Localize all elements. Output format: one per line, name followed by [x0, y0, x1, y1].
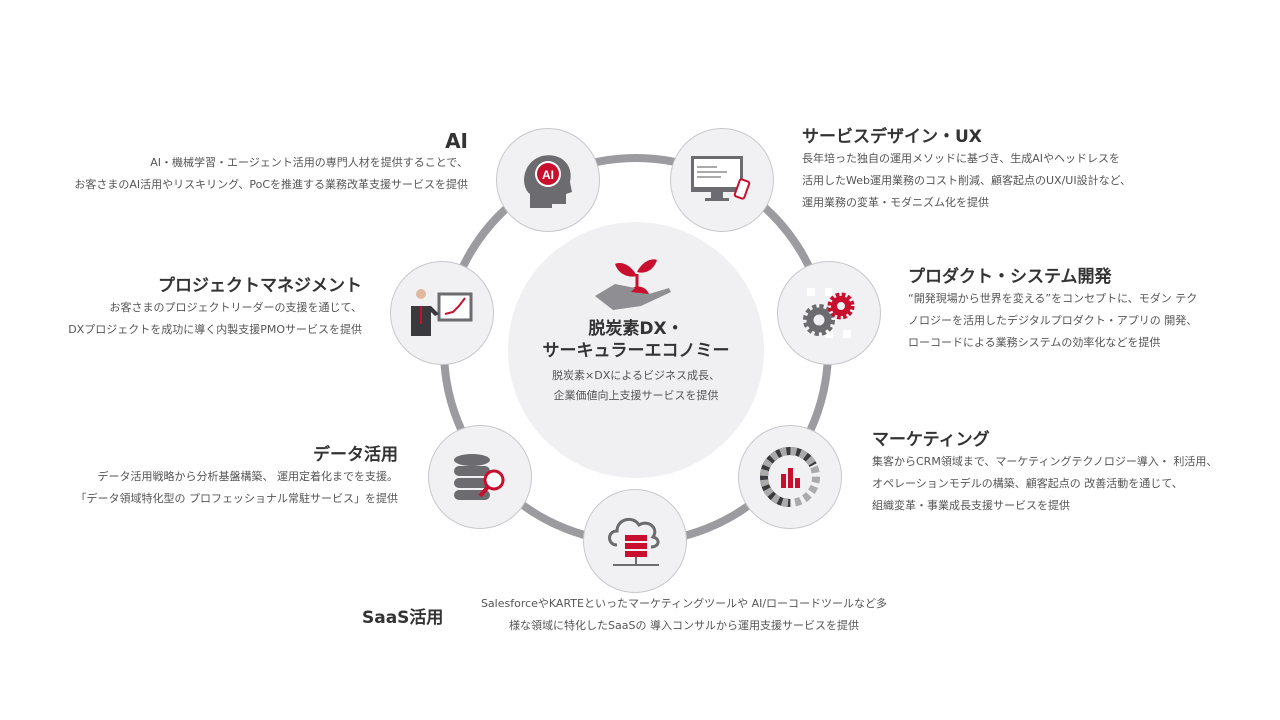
product-title: プロダクト・システム開発 [908, 267, 1112, 287]
ai-head-icon: AI [524, 155, 572, 208]
pm-desc-1: お客さまのプロジェクトリーダーの支援を通じて、 [109, 301, 362, 314]
ai-desc-1: AI・機械学習・エージェント活用の専門人材を提供することで、 [150, 156, 468, 169]
presenter-chart-icon [411, 289, 473, 336]
saas-title: SaaS活用 [362, 608, 444, 628]
product-desc-2: ノロジーを活用したデジタルプロダクト・アプリの 開発、 [908, 314, 1198, 327]
donut-chart-icon [760, 447, 820, 507]
saas-title-block: SaaS活用 [362, 607, 443, 629]
marketing-title: マーケティング [872, 430, 990, 450]
center-circle: 脱炭素DX・ サーキュラーエコノミー 脱炭素×DXによるビジネス成長、 企業価値… [508, 222, 764, 478]
center-title-1: 脱炭素DX・ [588, 319, 684, 339]
sprout-hand-icon [595, 259, 671, 310]
ux-desc-1: 長年培った独自の運用メソッドに基づき、生成AIやヘッドレスを [802, 152, 1120, 165]
pm-desc-2: DXプロジェクトを成功に導く内製支援PMOサービスを提供 [68, 323, 362, 336]
marketing-node [738, 425, 842, 529]
ai-icon-label: AI [542, 168, 554, 182]
ai-title: AI [445, 129, 468, 153]
ux-node [670, 128, 774, 232]
cloud-server-icon [608, 517, 660, 566]
center-desc-2: 企業価値向上支援サービスを提供 [553, 389, 719, 402]
saas-desc-block: SalesforceやKARTEといったマーケティングツールや AI/ローコード… [462, 593, 906, 637]
center-desc-1: 脱炭素×DXによるビジネス成長、 [552, 369, 720, 382]
marketing-desc-3: 組織変革・事業成長支援サービスを提供 [872, 499, 1070, 512]
product-desc-3: ローコードによる業務システムの効率化などを提供 [908, 336, 1161, 349]
marketing-desc-1: 集客からCRM領域まで、マーケティングテクノロジー導入・ 利活用、 [872, 455, 1218, 468]
center-title-2: サーキュラーエコノミー [542, 341, 730, 361]
pm-block: プロジェクトマネジメント お客さまのプロジェクトリーダーの支援を通じて、 DXプ… [68, 275, 362, 341]
product-desc-1: “開発現場から世界を変える”をコンセプトに、モダン テク [908, 292, 1198, 305]
marketing-desc-2: オペレーションモデルの構築、顧客起点の 改善活動を通じて、 [872, 477, 1183, 490]
data-desc-2: 「データ領域特化型の プロフェッショナル常駐サービス」を提供 [75, 492, 399, 505]
ux-desc-2: 活用したWeb運用業務のコスト削減、顧客起点のUX/UI設計など、 [802, 174, 1132, 187]
data-desc-1: データ活用戦略から分析基盤構築、 運用定着化までを支援。 [97, 470, 399, 483]
pm-title: プロジェクトマネジメント [158, 276, 362, 296]
ux-block: サービスデザイン・UX 長年培った独自の運用メソッドに基づき、生成AIやヘッドレ… [802, 126, 1131, 214]
data-node [428, 425, 532, 529]
ux-desc-3: 運用業務の変革・モダニズム化を提供 [802, 196, 989, 209]
marketing-block: マーケティング 集客からCRM領域まで、マーケティングテクノロジー導入・ 利活用… [872, 429, 1217, 517]
data-block: データ活用 データ活用戦略から分析基盤構築、 運用定着化までを支援。 「データ領… [76, 444, 399, 510]
ai-desc-2: お客さまのAI活用やリスキリング、PoCを推進する業務改革支援サービスを提供 [74, 178, 468, 191]
pm-node [390, 261, 494, 365]
ux-title: サービスデザイン・UX [802, 127, 982, 147]
saas-desc-2: 様な領域に特化したSaaSの 導入コンサルから運用支援サービスを提供 [509, 619, 859, 632]
saas-node [583, 489, 687, 593]
ai-node: AI [496, 128, 600, 232]
database-search-icon [454, 454, 505, 500]
saas-desc-1: SalesforceやKARTEといったマーケティングツールや AI/ローコード… [480, 597, 888, 610]
gears-icon [803, 288, 855, 338]
product-node [777, 261, 881, 365]
product-block: プロダクト・システム開発 “開発現場から世界を変える”をコンセプトに、モダン テ… [908, 266, 1197, 354]
data-title: データ活用 [313, 445, 398, 465]
ai-block: AI AI・機械学習・エージェント活用の専門人材を提供することで、 お客さまのA… [74, 130, 468, 196]
monitor-phone-icon [691, 156, 751, 201]
